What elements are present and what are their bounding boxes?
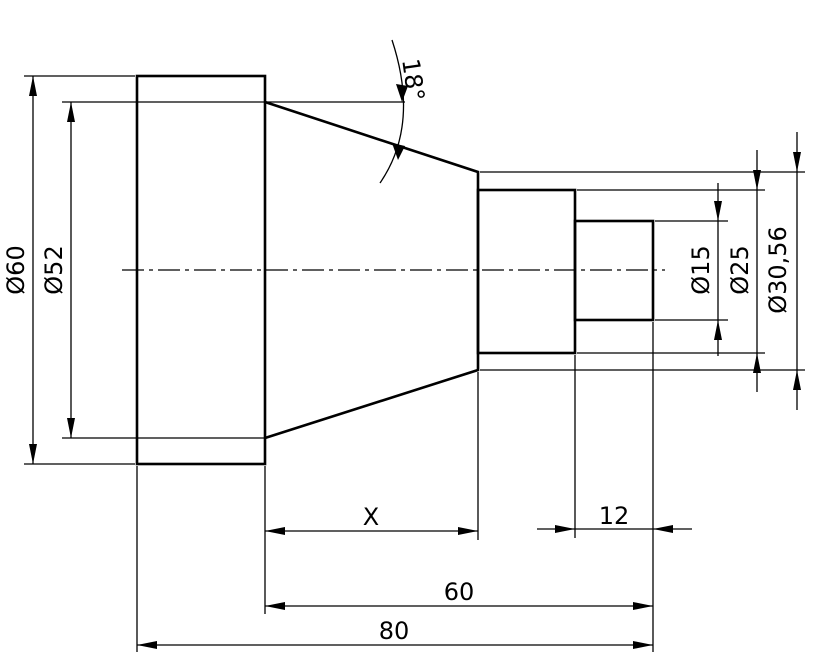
angle-label: 18° <box>396 57 430 103</box>
length-label-60: 60 <box>444 578 475 606</box>
length-label-12: 12 <box>599 502 630 530</box>
diameter-dim-25: Ø25 <box>726 150 761 392</box>
middle-cylinder <box>476 188 577 355</box>
diameter-label-30-56: Ø30,56 <box>764 226 792 314</box>
length-dim-x: X <box>265 503 478 535</box>
length-label-80: 80 <box>379 617 410 645</box>
angle-dimension-18: 18° <box>379 39 430 184</box>
diameter-dim-15: Ø15 <box>687 183 722 356</box>
length-dim-12: 12 <box>537 502 692 533</box>
extension-lines <box>24 75 805 652</box>
diameter-label-25: Ø25 <box>726 245 754 294</box>
diameter-label-60: Ø60 <box>2 245 30 294</box>
diameter-dim-60: Ø60 <box>2 76 37 464</box>
diameter-dim-52: Ø52 <box>40 102 75 438</box>
length-label-x: X <box>363 503 379 531</box>
diameter-label-15: Ø15 <box>687 245 715 294</box>
length-dim-60: 60 <box>265 578 653 610</box>
diameter-label-52: Ø52 <box>40 245 68 294</box>
diameter-dim-30-56: Ø30,56 <box>764 132 801 410</box>
length-dim-80: 80 <box>137 617 653 649</box>
